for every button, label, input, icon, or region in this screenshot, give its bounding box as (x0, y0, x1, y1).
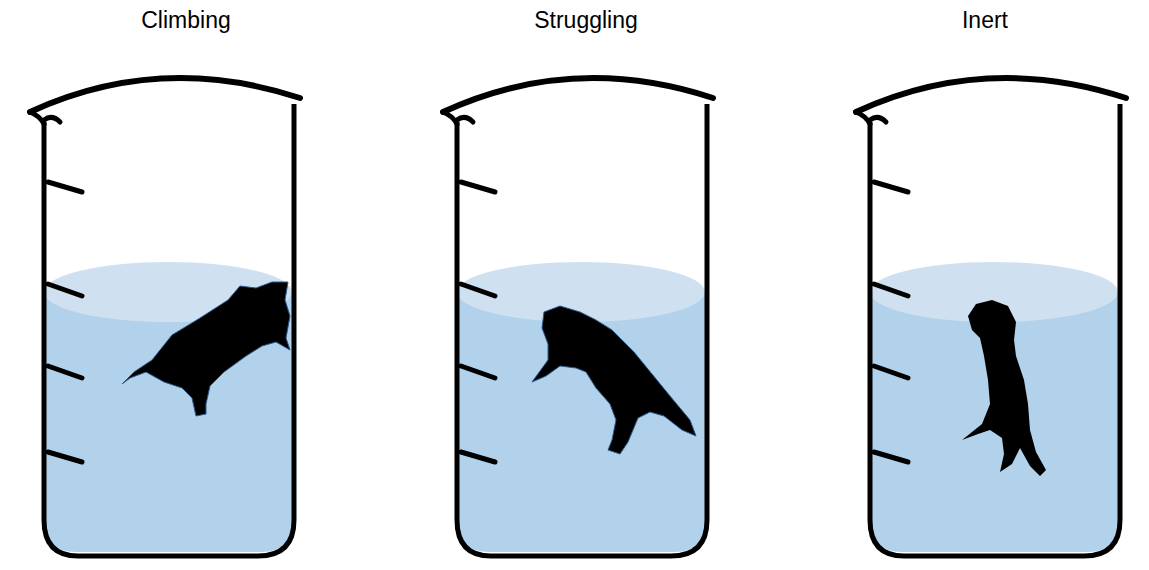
condition-label: Climbing (141, 7, 230, 34)
condition-label: Inert (962, 7, 1008, 34)
beaker (856, 78, 1126, 556)
rat-struggling (532, 306, 696, 454)
condition-label: Struggling (534, 7, 638, 34)
rat-inert (962, 300, 1046, 476)
beaker (30, 78, 300, 556)
beaker (443, 78, 713, 556)
rat-climbing (122, 282, 290, 416)
